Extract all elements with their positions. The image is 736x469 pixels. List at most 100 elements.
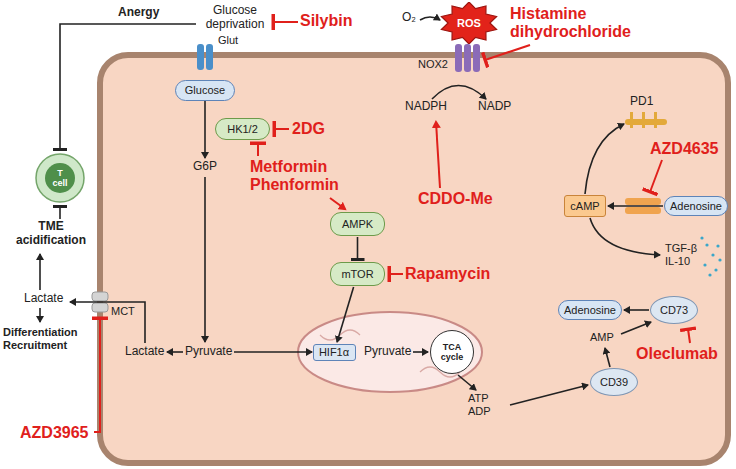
azd4635-line [650, 160, 662, 192]
art-circle [714, 268, 717, 271]
molecule-label: NADPH [405, 100, 447, 114]
art-rect [464, 44, 471, 72]
connector-arrow [337, 287, 354, 342]
nadph-cycle [432, 86, 486, 100]
connector-arrow [608, 205, 663, 207]
lactate-to-diff [39, 308, 41, 322]
cell-membrane [36, 154, 84, 202]
drug-label: Rapamycin [405, 265, 490, 283]
metabolite-label: Lactate [125, 345, 164, 359]
star-shape [441, 2, 496, 44]
art-rect [92, 292, 108, 301]
effect-label: Differentiation Recruitment [3, 326, 95, 351]
node-text: HK1/2 [227, 123, 258, 136]
art-circle [718, 258, 721, 261]
pyruvate-to-lactate [167, 351, 183, 353]
receptor-label: NOX2 [418, 58, 448, 71]
node-text: CD39 [600, 376, 628, 389]
art-rect [92, 303, 108, 312]
metformin-ampk-line [330, 198, 345, 209]
ros-star: ROS [440, 2, 498, 44]
camp-to-cytokines [590, 218, 660, 255]
g6p-flow [204, 177, 206, 342]
node-text: mTOR [341, 268, 373, 281]
effect-label: TME acidification [5, 220, 97, 248]
rapamycin-line [389, 273, 403, 275]
art-rect [625, 198, 661, 205]
node-text: CD73 [660, 304, 688, 317]
lactate-export [70, 302, 145, 343]
metabolite-label: Pyruvate [185, 345, 232, 359]
drug-label: AZD4635 [650, 140, 718, 158]
art-g [40, 17, 660, 405]
art-rect [206, 44, 213, 70]
art-rect [197, 44, 204, 70]
node-text: Adenosine [564, 304, 616, 317]
lactate-to-tme [39, 254, 41, 290]
metabolite-label: Pyruvate [364, 345, 411, 359]
factor-box: HIF1α [313, 344, 356, 361]
art-g [94, 22, 690, 432]
tca-to-atp [458, 375, 476, 390]
enzyme-ellipse: CD39 [590, 368, 638, 396]
nox2-receptor [455, 44, 480, 72]
art-circle [700, 236, 703, 239]
cell-nucleus [45, 163, 75, 193]
t-cell-circle: T cell [35, 153, 85, 203]
node-text: ROS [457, 17, 481, 30]
cell-body [100, 55, 728, 463]
art-circle [708, 273, 711, 276]
o2-to-ros [420, 17, 440, 20]
enzyme-ellipse: CD73 [650, 296, 698, 324]
camp-box: cAMP [564, 195, 606, 217]
metabolite-label: ATP ADP [468, 392, 502, 417]
art-circle [703, 263, 706, 266]
drug-label: Silybin [300, 12, 352, 30]
node-text: TCA cycle [437, 342, 467, 363]
pyruvate-to-hif [234, 351, 312, 353]
transporter-label: Glut [218, 34, 238, 47]
node-text: Glucose [185, 84, 225, 97]
art-rect [654, 112, 657, 128]
drug-label: CDDO-Me [418, 190, 493, 208]
mitochondrion [298, 312, 482, 392]
node-text: AMPK [342, 218, 373, 231]
art-rect [630, 112, 633, 128]
drug-label: Oleclumab [636, 345, 718, 363]
connector-arrow [624, 309, 649, 311]
amp-to-cd73 [621, 322, 651, 334]
effect-label: Anergy [118, 6, 159, 20]
drug-label: Histamine dihydrochloride [510, 5, 635, 42]
receptor-label: PD1 [630, 95, 653, 109]
metabolite-pill: Glucose [175, 80, 235, 101]
kinase-pill: AMPK [330, 212, 385, 236]
node-text: Adenosine [670, 200, 722, 213]
cytokine-dots [700, 236, 721, 276]
art-rect [473, 44, 480, 72]
atp-to-cd39 [510, 385, 588, 405]
tme-to-tcell [59, 206, 61, 219]
pyruvate-to-tca [413, 351, 428, 353]
art-rect [642, 112, 645, 128]
node-text: HIF1α [319, 346, 349, 359]
art-circle [716, 244, 719, 247]
drug-label: AZD3965 [20, 424, 88, 442]
2dg-line [274, 128, 289, 130]
pd1-receptor [625, 112, 667, 128]
cytokine-label: TGF-β IL-10 [665, 242, 701, 267]
histamine-line [485, 45, 530, 60]
cddo-line [436, 122, 440, 188]
molecule-label: O₂ [402, 11, 416, 25]
molecule-label: NADP [478, 100, 511, 114]
connector-arrow [357, 237, 359, 260]
drug-label: 2DG [292, 120, 325, 138]
camp-to-pd1 [585, 124, 624, 194]
node-text: cAMP [570, 200, 599, 213]
node-text: T cell [49, 168, 71, 189]
glucose-flow [204, 101, 206, 158]
drug-label: Metformin Phenformin [250, 158, 345, 195]
condition-label: Glucose deprivation [200, 4, 270, 32]
metformin-hk-line [257, 143, 259, 156]
metabolite-label: Lactate [24, 292, 63, 306]
